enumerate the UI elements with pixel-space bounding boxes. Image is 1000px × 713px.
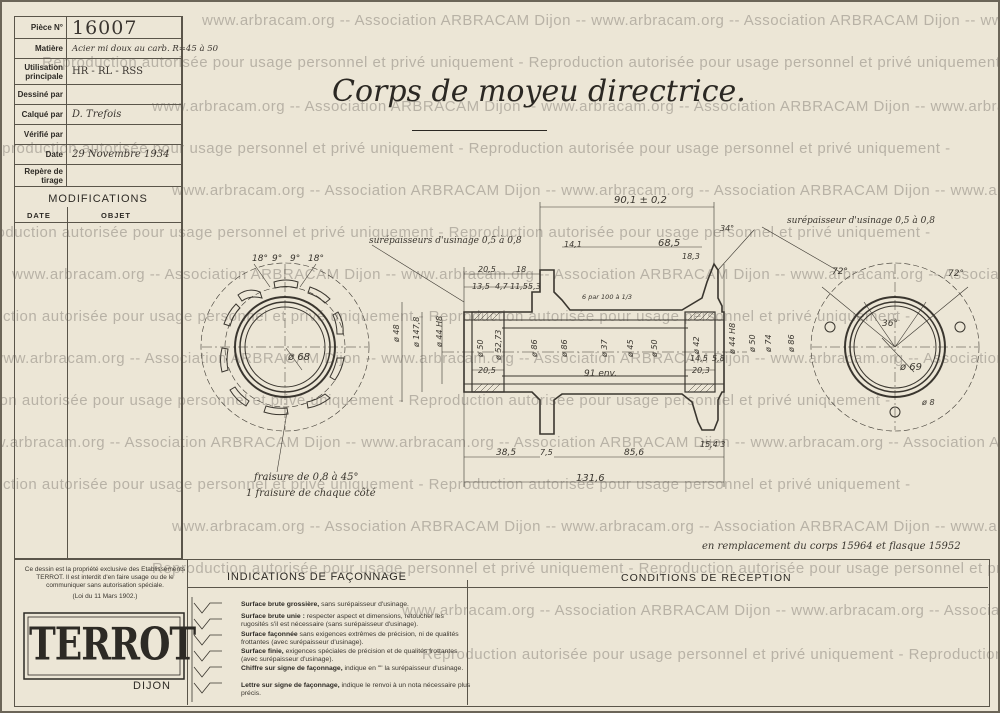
dim-label: 20,3 xyxy=(692,366,710,375)
dim-label: 20,5 xyxy=(478,366,496,375)
title-block: Pièce N° 16007 Matière Acier mi doux au … xyxy=(14,16,218,559)
note-chamfer-sides: 1 fraisure de chaque côté xyxy=(246,488,376,499)
dim-label: 18° xyxy=(308,254,324,264)
dim-label: 18 xyxy=(516,265,527,274)
left-end-view xyxy=(200,262,370,473)
dim-label: 15,4 3 xyxy=(700,440,726,449)
indication-item: Surface brute unie : respecter aspect et… xyxy=(241,613,444,628)
terrot-wordmark: TERROT xyxy=(29,618,196,671)
bottom-divider-1 xyxy=(187,560,188,705)
dim-label: ø 44 H8 xyxy=(435,315,444,347)
modifications-title: MODIFICATIONS xyxy=(48,193,148,205)
dim-label: 18° xyxy=(252,254,268,264)
note-replacement: en remplacement du corps 15964 et flasqu… xyxy=(702,541,961,552)
dim-label: ø 86 xyxy=(787,334,796,352)
dim-label: 20,5 xyxy=(478,265,496,274)
title-underline xyxy=(412,130,547,131)
modifications-divider xyxy=(67,207,68,558)
row-verifie: Vérifié par xyxy=(15,125,181,145)
dim-label: 6 par 100 à 1/3 xyxy=(582,293,633,301)
dim-label: ø 50 xyxy=(748,334,757,352)
piece-number: 16007 xyxy=(72,16,138,39)
dim-label: ø 42 xyxy=(692,336,701,354)
indication-item: Surface façonnée sans exigences extrêmes… xyxy=(241,631,459,646)
drawing-date: 29 Novembre 1934 xyxy=(72,149,170,160)
row-piece: Pièce N° 16007 xyxy=(15,17,181,39)
dim-label: 9° xyxy=(290,254,301,264)
legal-notice: Ce dessin est la propriété exclusive des… xyxy=(24,566,186,600)
dim-label: ø 68 xyxy=(288,352,311,363)
right-end-view xyxy=(761,226,980,432)
main-section-view xyxy=(371,202,755,487)
row-utilisation: Utilisation principale HR - RL - RSS xyxy=(15,59,181,85)
dim-label: ø 37 xyxy=(600,339,609,357)
dim-label: 90,1 ± 0,2 xyxy=(614,195,667,206)
indication-item: Chiffre sur signe de façonnage, indique … xyxy=(241,665,464,672)
dim-label: ø 50 xyxy=(476,339,485,357)
dim-label: 5,8 xyxy=(712,354,725,363)
row-calque: Calqué par D. Trefois xyxy=(15,105,181,125)
dim-label: ø 48 xyxy=(392,324,401,342)
dim-label: ø 86 xyxy=(560,339,569,357)
dim-label: 36° xyxy=(882,319,898,329)
modifications-date-header: DATE xyxy=(27,211,51,220)
facing-symbols xyxy=(191,597,222,702)
note-chamfer: fraisure de 0,8 à 45° xyxy=(254,472,359,483)
modifications-header-line xyxy=(15,222,181,223)
dim-label: ø 69 xyxy=(900,362,923,373)
note-machining-right: surépaisseur d'usinage 0,5 à 0,8 xyxy=(787,216,935,226)
dim-label: 5,3 xyxy=(528,282,541,291)
indication-item: Surface brute grossière, sans surépaisse… xyxy=(241,601,409,608)
row-matiere: Matière Acier mi doux au carb. R=45 à 50 xyxy=(15,39,218,59)
dim-label: 34° xyxy=(720,224,735,233)
dim-label: 91 env. xyxy=(584,369,618,379)
dim-label: 4,7 xyxy=(495,282,508,291)
drawing-title: Corps de moyeu directrice. xyxy=(332,74,746,109)
conditions-title: CONDITIONS DE RÉCEPTION xyxy=(621,572,792,584)
dim-label: 18,3 xyxy=(682,252,700,261)
dim-label: 7,5 xyxy=(540,448,553,457)
indications-title: INDICATIONS DE FAÇONNAGE xyxy=(227,571,407,583)
dim-label: 13,5 xyxy=(472,282,490,291)
dim-label: 72° xyxy=(948,269,964,279)
indication-item: Surface finie, exigences spéciales de pr… xyxy=(241,648,458,663)
dim-label: 131,6 xyxy=(576,473,605,484)
dim-label: 68,5 xyxy=(658,238,681,249)
modifications-objet-header: OBJET xyxy=(101,211,132,220)
signature: D. Trefois xyxy=(72,109,122,120)
dim-label: ø 8 xyxy=(922,398,935,407)
dim-label: 14,5 xyxy=(690,354,708,363)
bottom-block: Ce dessin est la propriété exclusive des… xyxy=(14,559,990,707)
row-dessine: Dessiné par xyxy=(15,85,181,105)
drawing-frame-left xyxy=(182,16,183,559)
dim-label: ø 147,8 xyxy=(412,316,421,347)
dim-label: 9° xyxy=(272,254,283,264)
bottom-header-line xyxy=(187,587,988,588)
dim-label: ø 52,73 xyxy=(494,329,503,360)
indication-item: Lettre sur signe de façonnage, indique l… xyxy=(241,682,471,697)
dim-label: ø 44 H8 xyxy=(728,322,737,354)
bottom-divider-2 xyxy=(467,580,468,705)
dim-label: 38,5 xyxy=(496,448,517,458)
row-repere: Repère de tirage xyxy=(15,165,181,187)
dim-label: 14,1 xyxy=(564,240,582,249)
dim-label: 85,6 xyxy=(624,448,645,458)
dim-label: ø 45 xyxy=(626,339,635,357)
terrot-logo xyxy=(23,612,185,680)
dim-label: 72° xyxy=(832,267,848,277)
dim-label: 11,5 xyxy=(510,282,528,291)
note-machining-left: surépaisseurs d'usinage 0,5 à 0,8 xyxy=(369,236,522,246)
logo-city: DIJON xyxy=(133,680,171,692)
dim-label: ø 50 xyxy=(650,339,659,357)
dim-label: ø 86 xyxy=(530,339,539,357)
row-date: Date 29 Novembre 1934 xyxy=(15,145,181,165)
dim-label: ø 74 xyxy=(764,334,773,352)
